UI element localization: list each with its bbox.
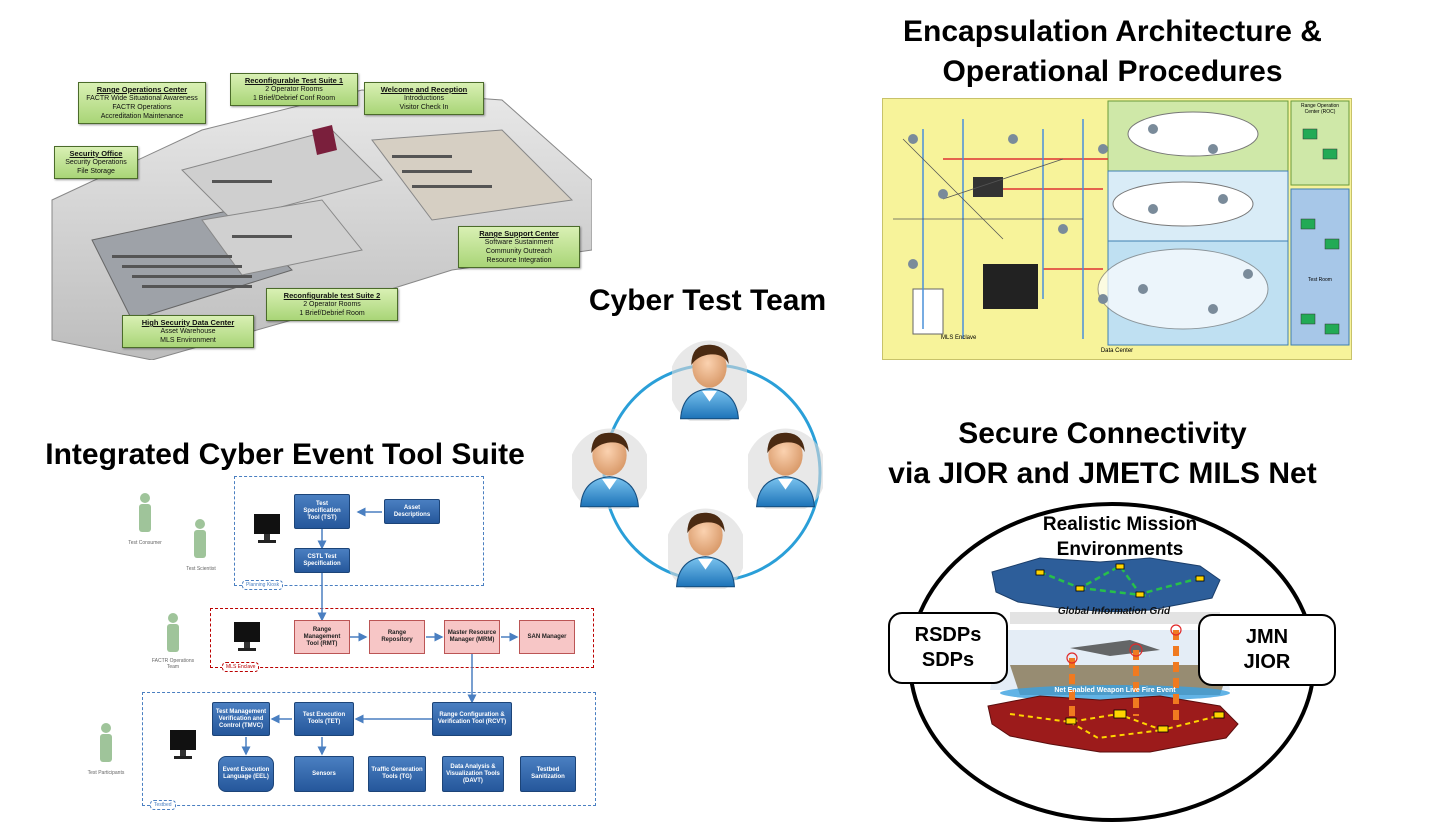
sanitization-box: Testbed Sanitization [520, 756, 576, 792]
range-support-label: Range Support Center Software Sustainmen… [458, 226, 580, 268]
asset-box: Asset Descriptions [384, 499, 440, 524]
role-test-participants: Test Participants [87, 770, 125, 776]
team-ring-illustration [572, 339, 823, 589]
encapsulation-title-line1: Encapsulation Architecture & [903, 15, 1322, 48]
datacenter-line: Asset Warehouse [160, 328, 216, 335]
test-room-label: Test Room [1308, 277, 1332, 283]
workstation-icon [234, 622, 260, 651]
rsdps-line1: RSDPs [914, 624, 982, 646]
workstation-icon [254, 514, 280, 543]
security-title: Security Office [69, 149, 123, 158]
team-member-icon [668, 507, 743, 589]
support-title: Range Support Center [479, 229, 559, 238]
range-ops-center-label: Range Operations Center FACTR Wide Situa… [78, 82, 206, 124]
suite2-line: 1 Brief/Debrief Room [299, 310, 365, 317]
range-ops-title: Range Operations Center [96, 85, 188, 94]
rmt-box: Range Management Tool (RMT) [294, 620, 350, 654]
testbed-tag: Testbed [150, 800, 176, 810]
team-member-icon [748, 427, 823, 509]
cyber-team-title: Cyber Test Team [588, 284, 827, 317]
secure-title-line1: Secure Connectivity [958, 417, 1247, 450]
role-test-scientist: Test Scientist [186, 566, 216, 572]
planning-zone [234, 476, 484, 586]
suite1-line: 1 Brief/Debrief Conf Room [252, 95, 336, 102]
welcome-line: Introductions [403, 95, 445, 102]
mls-enclave-label: MLS Enclave [941, 335, 977, 341]
role-factr-ops: FACTR Operations Team [151, 658, 195, 670]
datacenter-line: MLS Environment [160, 337, 216, 344]
tmvc-box: Test Management Verification and Control… [212, 702, 270, 736]
realistic-line1: Realistic Mission [1042, 514, 1198, 535]
security-line: Security Operations [65, 159, 127, 166]
jmn-line1: JMN [1245, 626, 1289, 648]
test-suite-2-label: Reconfigurable test Suite 2 2 Operator R… [266, 288, 398, 321]
rcvt-box: Range Configuration & Verification Tool … [432, 702, 512, 736]
planning-tag: Planning Kiosk [242, 580, 284, 590]
tet-box: Test Execution Tools (TET) [294, 702, 354, 736]
mls-zone [210, 608, 594, 668]
net-enabled-label: Net Enabled Weapon Live Fire Event [1054, 687, 1176, 694]
support-line: Resource Integration [486, 257, 552, 264]
rsdps-line2: SDPs [921, 649, 975, 671]
repo-box: Range Repository [369, 620, 425, 654]
encapsulation-title-line2: Operational Procedures [942, 55, 1283, 88]
tool-connectors [241, 507, 519, 756]
encapsulation-network-illustration [893, 100, 1350, 346]
davt-box: Data Analysis & Visualization Tools (DAV… [442, 756, 504, 792]
eel-box: Event Execution Language (EEL) [218, 756, 274, 792]
workstation-icon [170, 730, 196, 759]
rsdps-callout: RSDPs SDPs [888, 612, 1008, 684]
roc-label: Range Operation Center (ROC) [1300, 103, 1340, 115]
realistic-line2: Environments [1056, 539, 1184, 560]
support-line: Community Outreach [485, 248, 553, 255]
welcome-reception-label: Welcome and Reception Introductions Visi… [364, 82, 484, 115]
range-ops-line: Accreditation Maintenance [100, 113, 184, 120]
security-line: File Storage [77, 168, 115, 175]
support-line: Software Sustainment [484, 239, 554, 246]
tg-box: Traffic Generation Tools (TG) [368, 756, 426, 792]
jmn-callout: JMN JIOR [1198, 614, 1336, 686]
testbed-zone [142, 692, 596, 806]
connectivity-illustration [908, 502, 1316, 822]
mrm-box: Master Resource Manager (MRM) [444, 620, 500, 654]
suite1-title: Reconfigurable Test Suite 1 [244, 76, 344, 85]
jmn-line2: JIOR [1243, 651, 1291, 673]
san-box: SAN Manager [519, 620, 575, 654]
mls-tag: MLS Enclave [222, 662, 260, 672]
data-center-label: Data Center [1100, 348, 1134, 354]
cyber-team-ring [570, 325, 855, 615]
suite2-line: 2 Operator Rooms [303, 301, 361, 308]
floorplan-illustration [51, 89, 593, 361]
cstl-box: CSTL Test Specification [294, 548, 350, 573]
floorplan-panel: Range Operations Center FACTR Wide Situa… [32, 70, 593, 361]
range-ops-line: FACTR Wide Situational Awareness [86, 95, 198, 102]
suite2-title: Reconfigurable test Suite 2 [283, 291, 381, 300]
secure-title-line2: via JIOR and JMETC MILS Net [888, 457, 1317, 490]
range-ops-line: FACTR Operations [112, 104, 172, 111]
welcome-title: Welcome and Reception [380, 85, 468, 94]
data-center-label: High Security Data Center Asset Warehous… [122, 315, 254, 348]
role-figures [100, 493, 206, 762]
gig-label: Global Information Grid [1057, 606, 1171, 617]
tst-box: Test Specification Tool (TST) [294, 494, 350, 529]
test-suite-1-label: Reconfigurable Test Suite 1 2 Operator R… [230, 73, 358, 106]
welcome-line: Visitor Check In [399, 104, 449, 111]
role-test-consumer: Test Consumer [128, 540, 162, 546]
suite1-line: 2 Operator Rooms [265, 86, 323, 93]
team-member-icon [672, 339, 747, 421]
datacenter-title: High Security Data Center [141, 318, 235, 327]
security-office-label: Security Office Security Operations File… [54, 146, 138, 179]
encapsulation-diagram: Range Operation Center (ROC) Test Room M… [882, 98, 1352, 360]
sensors-box: Sensors [294, 756, 354, 792]
tool-suite-diagram: Planning Kiosk MLS Enclave Testbed Test … [88, 472, 600, 817]
connectivity-diagram: Global Information Grid Net Enabled Weap… [900, 500, 1340, 825]
tool-suite-title: Integrated Cyber Event Tool Suite [45, 438, 525, 471]
